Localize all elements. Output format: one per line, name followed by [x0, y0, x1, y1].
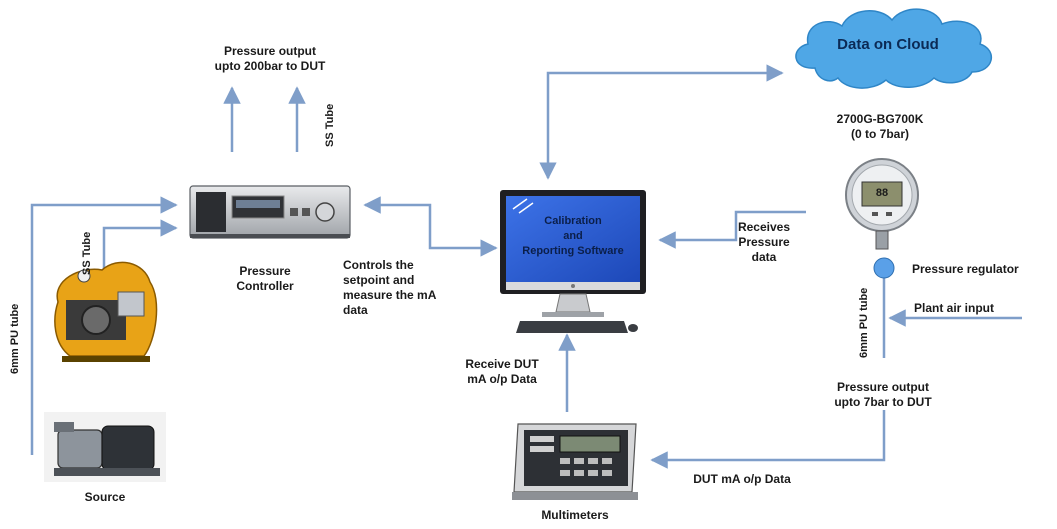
- multimeters-label: Multimeters: [541, 508, 609, 522]
- software-screen-label: Calibration and Reporting Software: [506, 214, 640, 259]
- controls-text-label: Controls the setpoint and measure the mA…: [343, 258, 436, 318]
- pressure-controller-line2: Controller: [236, 279, 294, 293]
- receives-pressure-label: Receives Pressure data: [722, 220, 806, 265]
- compressor-icon: [54, 261, 158, 362]
- pressure-output-right-label: Pressure output upto 7bar to DUT: [808, 380, 958, 410]
- gauge-model-line1: 2700G-BG700K: [836, 112, 924, 126]
- cloud-icon: [795, 8, 992, 89]
- pressure-output-top-line1: Pressure output: [223, 44, 316, 58]
- connection-lines: [30, 64, 1022, 469]
- multimeter-icon: [512, 423, 638, 500]
- gauge-model-label: 2700G-BG700K (0 to 7bar): [810, 112, 950, 142]
- ss-tube-top-label: SS Tube: [324, 103, 336, 147]
- pressure-controller-label: Pressure Controller: [215, 264, 315, 294]
- pu-tube-left-label: 6mm PU tube: [9, 303, 21, 374]
- gauge-model-line2: (0 to 7bar): [850, 127, 909, 141]
- dut-ma-data-label: DUT mA o/p Data: [693, 472, 791, 486]
- source-label: Source: [84, 490, 126, 504]
- pu-tube-right-label: 6mm PU tube: [858, 287, 870, 358]
- computer-icon: [500, 190, 646, 333]
- pressure-output-top-label: Pressure output upto 200bar to DUT: [185, 44, 355, 74]
- cloud-label: Data on Cloud: [837, 36, 939, 53]
- receive-dut-line1: Receive DUT: [465, 357, 539, 371]
- digital-gauge-icon: [845, 158, 919, 279]
- source-pump-icon: [44, 412, 166, 482]
- receives-pressure-line3: data: [751, 250, 777, 264]
- controls-text-line1: Controls the: [343, 258, 414, 272]
- pressure-controller-line1: Pressure: [239, 264, 291, 278]
- receive-dut-line2: mA o/p Data: [467, 372, 537, 386]
- pressure-output-top-line2: upto 200bar to DUT: [214, 59, 326, 73]
- plant-air-input-label: Plant air input: [914, 301, 995, 315]
- pu-tube-line-left: [30, 196, 178, 455]
- controls-text-line4: data: [343, 303, 368, 317]
- gauge-software-link: [658, 210, 806, 249]
- receives-pressure-line2: Pressure: [738, 235, 790, 249]
- software-line2: and: [563, 230, 583, 242]
- receive-dut-label: Receive DUT mA o/p Data: [450, 357, 554, 387]
- software-line1: Calibration: [544, 215, 602, 227]
- dut-multimeter-link: [650, 410, 886, 469]
- controls-text-line2: setpoint and: [343, 273, 415, 287]
- pressure-controller-device: [189, 185, 351, 239]
- controls-text-line3: measure the mA: [343, 288, 437, 302]
- software-cloud-link: [539, 64, 784, 180]
- pressure-output-right-line2: upto 7bar to DUT: [834, 395, 932, 409]
- gauge-display-value: 88: [875, 187, 889, 199]
- pressure-output-right-line1: Pressure output: [836, 380, 929, 394]
- software-line3: Reporting Software: [522, 245, 624, 257]
- ss-tube-left-label: SS Tube: [81, 231, 93, 275]
- controller-software-link: [363, 196, 498, 257]
- ss-tube-line-left: [102, 219, 178, 275]
- receives-pressure-line1: Receives: [737, 220, 791, 234]
- pressure-regulator-label: Pressure regulator: [912, 262, 1019, 276]
